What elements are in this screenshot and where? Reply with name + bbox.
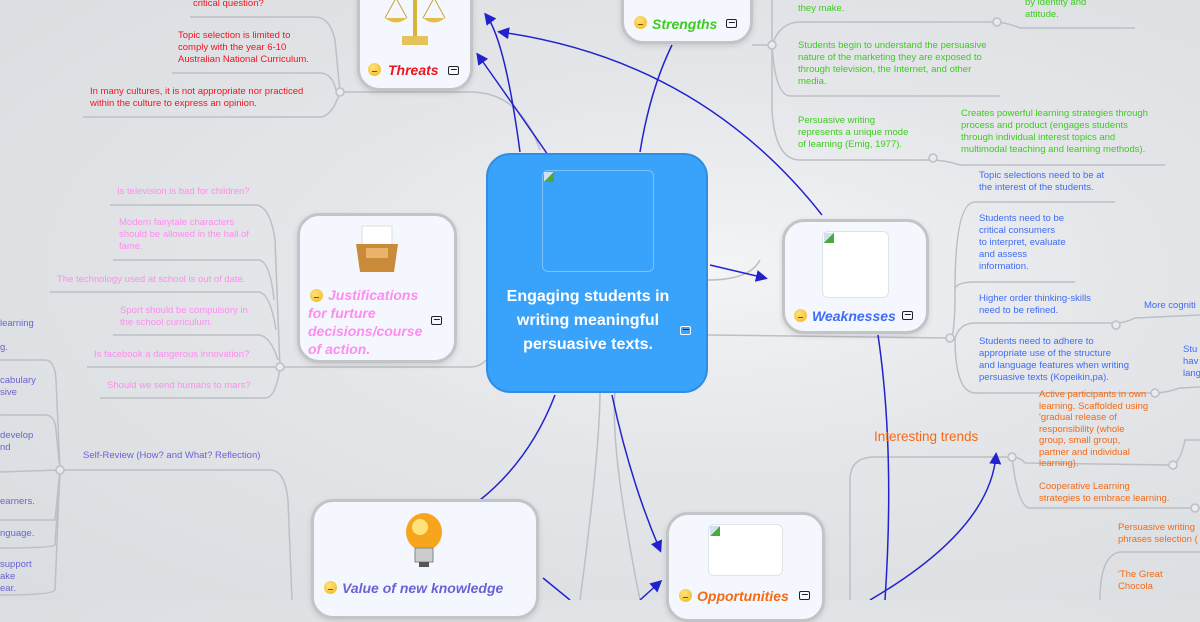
opportunity-item[interactable]: 'The Great Chocola <box>1118 569 1163 592</box>
strengths-node[interactable]: Strengths <box>621 0 753 44</box>
justifications-label: Justifications for furture decisions/cou… <box>308 287 423 357</box>
threat-item[interactable]: In many cultures, it is not appropriate … <box>90 86 304 109</box>
opportunities-node[interactable]: Opportunities <box>666 512 825 622</box>
smiley-icon <box>324 581 337 594</box>
threat-item[interactable]: critical question? <box>193 0 264 9</box>
justification-item[interactable]: Sport should be compulsory in the school… <box>120 305 248 328</box>
opportunities-label: Opportunities <box>697 588 789 604</box>
smiley-icon <box>310 289 323 302</box>
central-topic-title: Engaging students in writing meaningful … <box>506 288 670 353</box>
justification-item[interactable]: Should we send humans to mars? <box>107 380 251 391</box>
weakness-item[interactable]: Stu hav lang <box>1183 344 1200 379</box>
smiley-icon <box>794 309 807 322</box>
value-node[interactable]: Value of new knowledge <box>311 499 539 619</box>
interesting-trends-topic[interactable]: Interesting trends <box>874 429 979 444</box>
opportunity-item[interactable]: Cooperative Learning strategies to embra… <box>1039 481 1170 504</box>
opportunity-item[interactable]: Persuasive writing phrases selection ( <box>1118 522 1198 545</box>
image-placeholder <box>708 524 783 576</box>
value-item[interactable]: develop nd <box>0 430 34 453</box>
strength-item[interactable]: Students begin to understand the persuas… <box>798 40 987 87</box>
smiley-icon <box>368 63 381 76</box>
central-image-placeholder <box>542 170 654 272</box>
strength-item[interactable]: by identity and attitude. <box>1025 0 1087 20</box>
value-item[interactable]: support ake ear. <box>0 559 32 594</box>
opportunity-item[interactable]: Active participants in own learning. Sca… <box>1039 389 1149 469</box>
image-icon[interactable] <box>726 19 737 28</box>
inbox-tray-icon <box>356 225 398 272</box>
justification-item[interactable]: The technology used at school is out of … <box>57 274 246 285</box>
weaknesses-label: Weaknesses <box>812 308 896 324</box>
smiley-icon <box>634 16 647 29</box>
justification-item[interactable]: Is television is bad for children? <box>117 186 250 197</box>
threat-item[interactable]: Topic selection is limited to comply wit… <box>178 30 309 65</box>
weakness-item[interactable]: Higher order thinking-skills need to be … <box>979 293 1091 316</box>
threats-node[interactable]: Threats <box>357 0 473 91</box>
image-icon[interactable] <box>448 66 459 75</box>
justification-item[interactable]: Modern fairytale characters should be al… <box>119 217 249 252</box>
value-item[interactable]: earners. <box>0 496 35 507</box>
weakness-item[interactable]: Students need to be critical consumers t… <box>979 213 1066 272</box>
light-bulb-icon <box>406 513 442 567</box>
central-topic-node[interactable]: Engaging students in writing meaningful … <box>486 153 708 393</box>
strength-item[interactable]: Persuasive writing represents a unique m… <box>798 115 909 150</box>
value-label: Value of new knowledge <box>342 580 504 596</box>
image-placeholder <box>822 231 889 298</box>
image-icon[interactable] <box>680 326 691 335</box>
self-review-topic[interactable]: Self-Review (How? and What? Reflection) <box>83 450 261 461</box>
weakness-item[interactable]: Topic selections need to be at the inter… <box>979 170 1105 193</box>
value-item[interactable]: nguage. <box>0 528 35 539</box>
connector-lines <box>0 0 1200 600</box>
value-item[interactable]: cabulary sive <box>0 375 36 398</box>
value-item[interactable]: g. <box>0 342 8 353</box>
weakness-item[interactable]: Students need to adhere to appropriate u… <box>979 336 1129 383</box>
justification-item[interactable]: Is facebook a dangerous innovation? <box>94 349 250 360</box>
weakness-item[interactable]: More cogniti <box>1144 300 1196 311</box>
image-icon[interactable] <box>799 591 810 600</box>
strength-item[interactable]: Creates powerful learning strategies thr… <box>961 108 1148 155</box>
threats-label: Threats <box>388 62 439 78</box>
smiley-icon <box>679 589 692 602</box>
weaknesses-node[interactable]: Weaknesses <box>782 219 929 334</box>
strength-item[interactable]: they make. <box>798 3 845 14</box>
image-icon[interactable] <box>431 316 442 325</box>
scales-icon <box>384 0 446 45</box>
strengths-label: Strengths <box>652 16 718 32</box>
justifications-node[interactable]: Justifications for furture decisions/cou… <box>297 213 457 363</box>
value-item[interactable]: learning <box>0 318 34 329</box>
image-icon[interactable] <box>902 311 913 320</box>
